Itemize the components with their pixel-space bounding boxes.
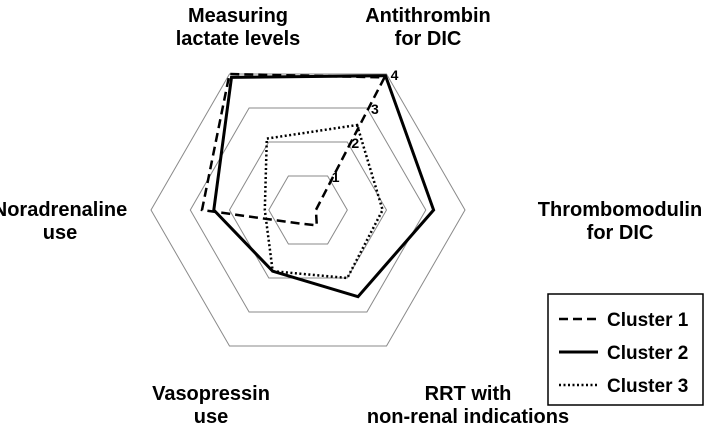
series-line-cluster-2 [212, 74, 436, 299]
grid-ring-3 [189, 107, 427, 313]
tick-label: 4 [391, 67, 399, 83]
axis-label-4: RRT with [425, 383, 512, 405]
axis-label-5: Vasopressin [152, 383, 270, 405]
axis-label-2: for DIC [395, 28, 462, 50]
radar-series [200, 72, 436, 299]
legend-label-cluster-3: Cluster 3 [607, 376, 688, 397]
legend-box [547, 293, 704, 406]
tick-label: 1 [332, 169, 340, 185]
tick-label: 3 [371, 101, 379, 117]
axis-label-3: for DIC [587, 222, 654, 244]
grid-ring-4 [150, 73, 466, 347]
axis-label-3: Thrombomodulin [538, 199, 702, 221]
axis-label-1: lactate levels [176, 28, 301, 50]
axis-label-2: Antithrombin [365, 5, 491, 27]
grid-ring-1 [268, 175, 348, 245]
axis-label-6: use [43, 222, 77, 244]
axis-label-6: Noradrenaline [0, 199, 127, 221]
grid-ring-2 [228, 141, 388, 279]
axis-label-1: Measuring [188, 5, 288, 27]
radar-tick-labels: 1 2 3 4 [332, 67, 399, 185]
legend-label-cluster-1: Cluster 1 [607, 310, 689, 331]
tick-label: 2 [351, 135, 359, 151]
radar-grid [150, 73, 466, 347]
axis-label-4: non-renal indications [367, 406, 569, 426]
legend: Cluster 1 Cluster 2 Cluster 3 [547, 293, 704, 406]
axis-label-5: use [194, 406, 228, 426]
series-line-cluster-3 [263, 123, 384, 280]
legend-label-cluster-2: Cluster 2 [607, 343, 688, 364]
